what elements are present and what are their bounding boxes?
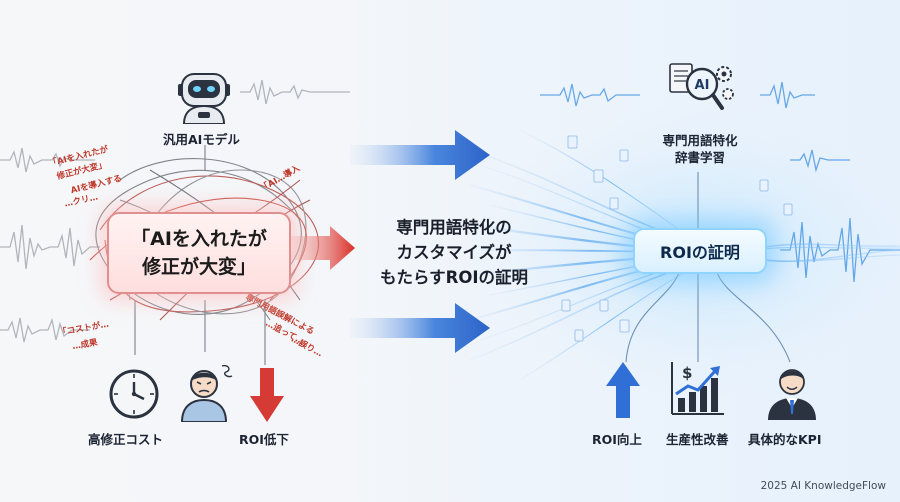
roi-up-label: ROI向上 <box>592 432 642 447</box>
dollar-sign: $ <box>682 364 692 382</box>
high-cost-label: 高修正コスト <box>88 432 164 447</box>
kpi-label: 具体的なKPI <box>748 432 822 447</box>
dictionary-line-1: 専門用語特化 <box>662 133 738 148</box>
blue-arrow-top <box>350 130 490 180</box>
center-message: 専門用語特化の カスタマイズが もたらすROIの証明 <box>378 215 530 290</box>
up-arrow-icon <box>606 362 640 418</box>
left-waveform <box>0 79 350 343</box>
gear-ai-icon: AI <box>669 63 734 110</box>
roi-proof-box: ROIの証明 <box>633 228 767 274</box>
roi-down-label: ROI低下 <box>239 432 289 447</box>
growth-chart-icon: $ <box>671 362 724 415</box>
businessman-icon <box>768 369 816 420</box>
quote-line-1: 「AIを入れたが <box>131 228 267 250</box>
center-line-3: もたらすROIの証明 <box>379 268 529 287</box>
center-line-2: カスタマイズが <box>396 243 512 262</box>
general-ai-model-label: 汎用AIモデル <box>163 132 240 147</box>
center-line-1: 専門用語特化の <box>396 218 512 237</box>
right-connectors <box>625 172 791 363</box>
frustrated-person-icon <box>180 364 233 422</box>
ai-badge-text: AI <box>695 78 710 93</box>
left-connectors <box>134 145 266 365</box>
document-icons <box>561 135 793 342</box>
red-arrow <box>290 226 355 270</box>
dictionary-line-2: 辞書学習 <box>674 150 725 165</box>
quote-line-2: 修正が大変」 <box>141 256 256 278</box>
footer-credit: 2025 AI KnowledgeFlow <box>760 480 886 492</box>
problem-quote-box: 「AIを入れたが 修正が大変」 <box>107 212 291 294</box>
blue-arrow-bottom <box>350 303 490 353</box>
down-arrow-icon <box>250 368 284 422</box>
specialized-dictionary-label: 専門用語特化 辞書学習 <box>660 132 740 166</box>
robot-icon <box>178 73 230 124</box>
clock-icon <box>109 369 159 419</box>
productivity-label: 生産性改善 <box>666 432 729 447</box>
